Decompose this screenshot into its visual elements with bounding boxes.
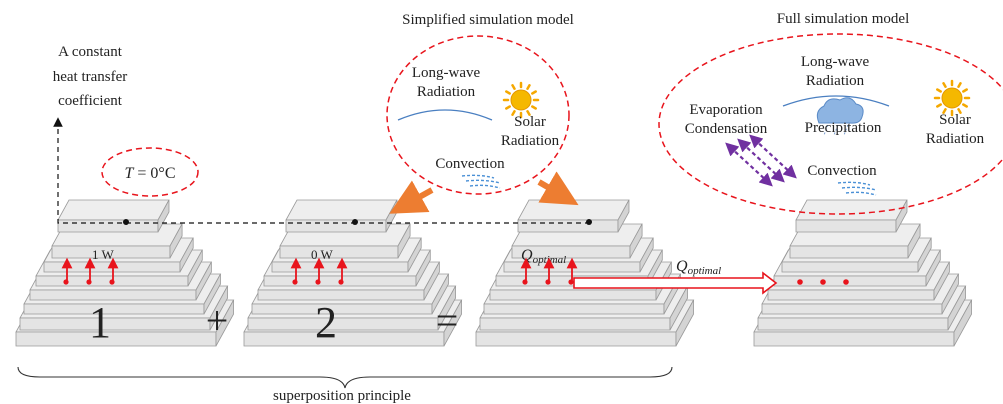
full-stack-heat-points xyxy=(797,279,849,285)
full-longwave-label: Long-wave xyxy=(801,54,870,70)
full-model-title: Full simulation model xyxy=(777,11,910,27)
label-line-2: heat transfer xyxy=(53,69,128,85)
heat-flux-arrows xyxy=(61,257,578,285)
cloud-rain-icon xyxy=(816,97,864,136)
node-dot xyxy=(586,219,592,225)
plus-operator: + xyxy=(206,298,229,343)
full-solar-label-2: Radiation xyxy=(926,131,985,147)
pavement-stack-2 xyxy=(243,199,463,347)
longwave-label: Long-wave xyxy=(412,65,481,81)
pavement-stack-full-model xyxy=(753,199,973,347)
temperature-condition: T = 0°C xyxy=(125,165,176,182)
simplified-model-title: Simplified simulation model xyxy=(402,12,574,28)
full-longwave-label-2: Radiation xyxy=(806,73,865,89)
full-solar-label: Solar xyxy=(939,112,971,128)
stack-2-number: 2 xyxy=(315,298,337,347)
condensation-label: Condensation xyxy=(685,121,768,137)
simplified-model-ellipse xyxy=(386,35,570,195)
longwave-label-2: Radiation xyxy=(417,84,476,100)
node-dot xyxy=(123,219,129,225)
convection-label: Convection xyxy=(435,156,505,172)
full-model-ellipse xyxy=(658,33,1003,215)
evaporation-condensation-arrows xyxy=(725,134,797,187)
full-convection-wind-icon xyxy=(837,181,877,196)
arrow-to-stack-2 xyxy=(389,180,434,214)
dashed-connection-arrow xyxy=(53,117,590,224)
pavement-stack-1 xyxy=(15,199,235,347)
stack-2-power: 0 W xyxy=(311,247,334,262)
node-dot xyxy=(352,219,358,225)
equals-operator: = xyxy=(436,298,459,343)
temperature-ellipse xyxy=(101,147,199,197)
sun-icon xyxy=(502,81,540,119)
stack-1-power: 1 W xyxy=(92,247,115,262)
solar-label: Solar xyxy=(514,114,546,130)
label-line-1: A constant xyxy=(58,44,123,60)
convection-wind-icon xyxy=(461,174,501,189)
pavement-stack-3 xyxy=(475,199,695,347)
transfer-arrow xyxy=(573,271,778,295)
superposition-label: superposition principle xyxy=(273,388,411,404)
label-line-3: coefficient xyxy=(58,93,123,109)
full-longwave-arc xyxy=(782,95,890,107)
arrow-to-stack-3 xyxy=(537,171,579,206)
superposition-brace xyxy=(17,366,673,389)
solar-label-2: Radiation xyxy=(501,133,560,149)
transfer-q-optimal: Qoptimal xyxy=(676,258,721,277)
precipitation-label: Precipitation xyxy=(805,120,882,136)
longwave-arc xyxy=(397,109,493,121)
sun-icon-full xyxy=(933,79,971,117)
stack-1-number: 1 xyxy=(89,298,111,347)
full-convection-label: Convection xyxy=(807,163,877,179)
evaporation-label: Evaporation xyxy=(689,102,763,118)
heat-transfer-label: A constant heat transfer coefficient xyxy=(53,44,128,109)
